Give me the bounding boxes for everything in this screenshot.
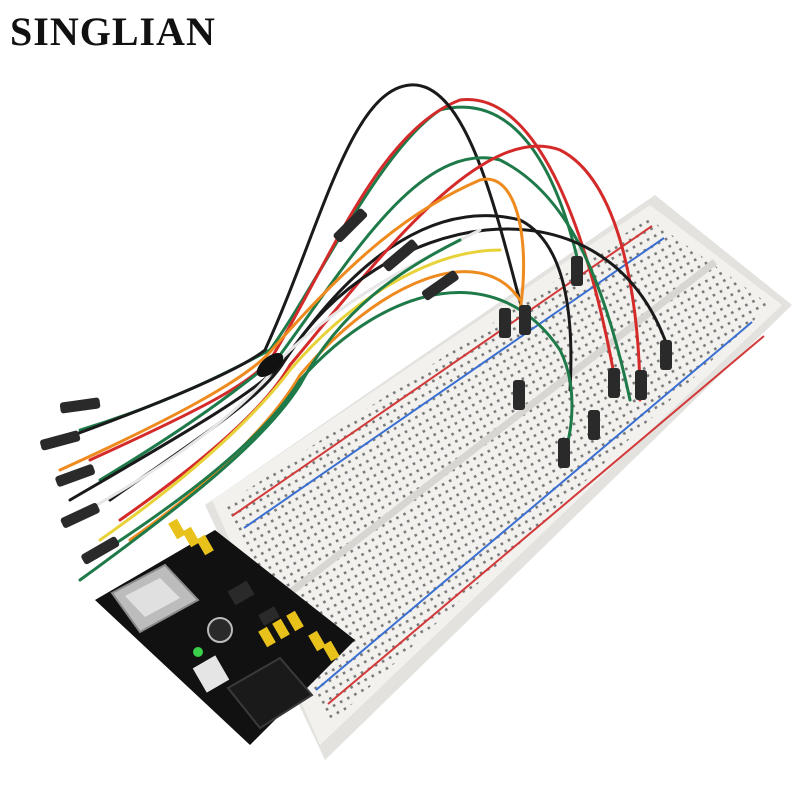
wire-pin: [333, 208, 368, 243]
wire-pin: [40, 430, 81, 451]
jumper-header: [258, 610, 340, 662]
wire-pin: [59, 397, 101, 414]
wire-connector: [519, 305, 531, 335]
wire-connector: [588, 410, 600, 440]
rail-blue-bottom: [315, 321, 753, 691]
wire-connector: [571, 256, 583, 286]
wire-connector: [558, 438, 570, 468]
wire-pin: [81, 536, 120, 565]
brand-logo: SINGLIAN: [10, 9, 216, 54]
wire-pin: [60, 503, 100, 528]
power-switch: [192, 655, 230, 693]
jumper-wires: [58, 83, 667, 582]
regulator: [227, 580, 255, 606]
wire-connector: [660, 340, 672, 370]
regulator: [258, 606, 280, 626]
power-supply-module: [95, 518, 355, 745]
rail-red-bottom: [327, 335, 765, 705]
wire-connector: [635, 370, 647, 400]
wire-pin: [421, 270, 459, 301]
jumper-header: [168, 518, 214, 556]
wire-pin: [55, 464, 96, 487]
wire-connector: [499, 308, 511, 338]
dc-jack: [226, 656, 314, 730]
wire-pin: [382, 239, 418, 272]
wire-connectors: [499, 256, 672, 468]
cable-tie: [256, 353, 284, 377]
led: [193, 647, 203, 657]
wire-pins: [40, 208, 459, 565]
wire-connector: [513, 380, 525, 410]
capacitor: [207, 617, 233, 643]
wire-connector: [608, 368, 620, 398]
breadboard: [205, 195, 792, 760]
